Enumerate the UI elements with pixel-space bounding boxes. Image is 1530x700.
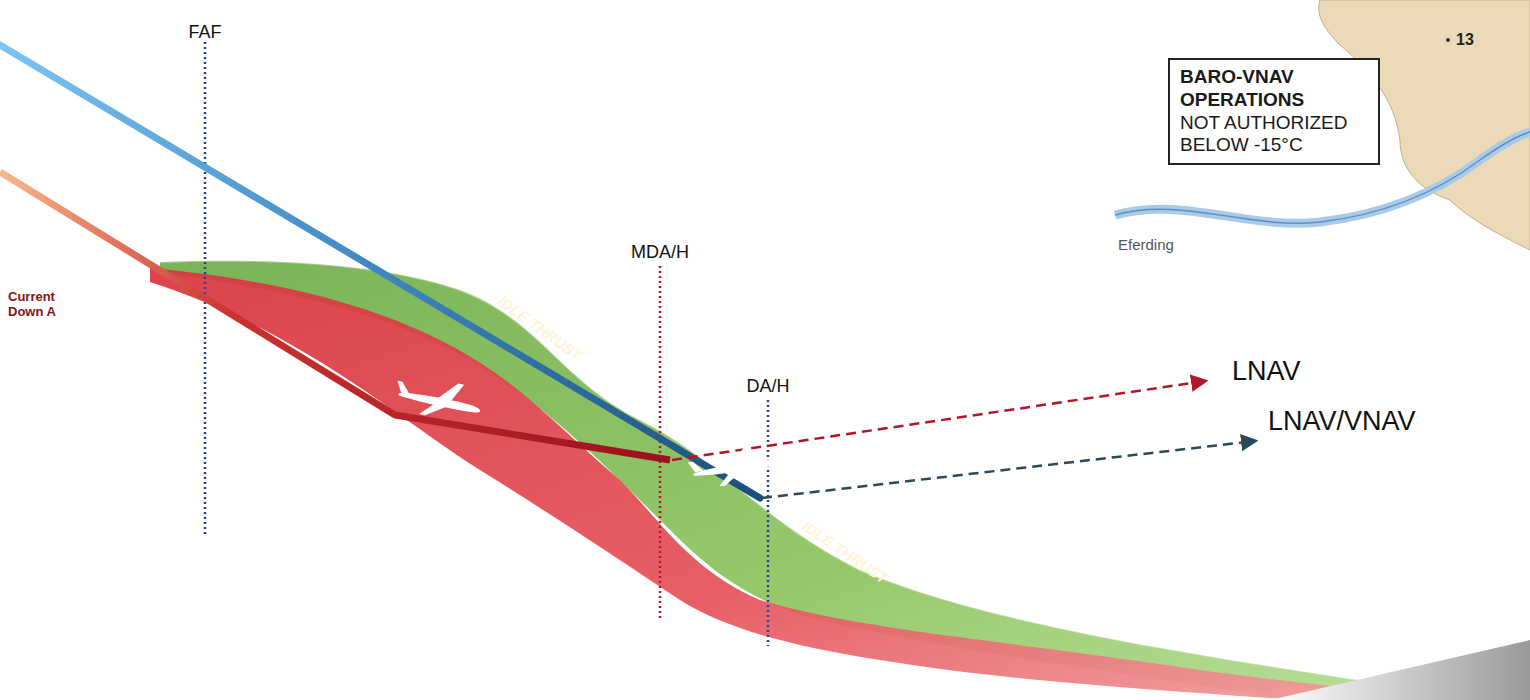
approach-type-label: LNAV (1232, 356, 1301, 387)
faf-line (204, 42, 207, 536)
map-elevation: 13 (1456, 31, 1474, 49)
map-spot (1446, 38, 1450, 42)
fix-label: FAF (188, 22, 221, 43)
lnav-vnav-path (0, 45, 760, 498)
map-place-name: Eferding (1118, 236, 1174, 253)
lnav-protection-band (150, 268, 1460, 700)
notice-heading: BARO-VNAV OPERATIONS (1180, 66, 1368, 112)
aircraft (686, 440, 778, 490)
minimum-label: MDA/H (631, 242, 689, 263)
runway (1270, 640, 1530, 700)
chart-fragment: Current Down A (8, 290, 70, 320)
notice-body: NOT AUTHORIZED BELOW -15°C (1180, 112, 1368, 158)
mda-line (659, 266, 662, 620)
notice-box: BARO-VNAV OPERATIONSNOT AUTHORIZED BELOW… (1168, 58, 1380, 165)
lnav-vnav-missed-approach (762, 441, 1255, 498)
lnav-path (0, 172, 670, 460)
da-line (767, 400, 770, 646)
band-crest (160, 261, 1480, 698)
approach-type-label: LNAV/VNAV (1268, 406, 1416, 437)
minimum-label: DA/H (746, 376, 789, 397)
aircraft (392, 371, 485, 426)
